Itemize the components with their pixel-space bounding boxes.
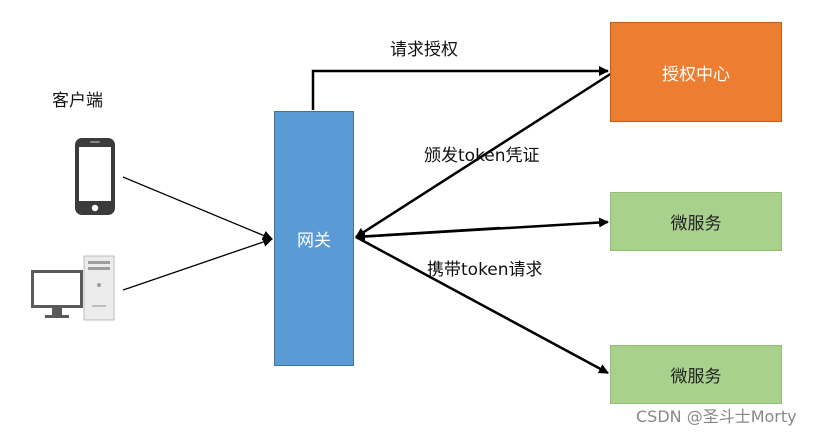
gateway-box[interactable]: 网关 — [274, 111, 354, 366]
edge-label-issue-token: 颁发token凭证 — [424, 146, 540, 166]
gateway-label: 网关 — [297, 231, 331, 251]
auth-center-box[interactable]: 授权中心 — [610, 22, 782, 122]
edge-pc-to-gateway — [122, 237, 273, 291]
microservice-box[interactable]: 微服务 — [610, 192, 782, 251]
watermark-text: CSDN @圣斗士Morty — [636, 407, 797, 426]
edge-gateway-to-micro-2 — [355, 235, 609, 375]
edge-phone-to-gateway — [122, 176, 273, 241]
microservice-label: 微服务 — [670, 367, 722, 387]
smartphone-icon — [75, 138, 115, 215]
edge-label-request-auth: 请求授权 — [390, 40, 458, 60]
edge-issue-token — [355, 71, 613, 239]
microservice-label: 微服务 — [670, 214, 722, 234]
microservice-box[interactable]: 微服务 — [610, 345, 782, 404]
edge-request-auth — [311, 66, 609, 110]
edge-label-carry-token: 携带token请求 — [427, 260, 543, 280]
desktop-computer-icon — [31, 255, 115, 321]
client-label: 客户端 — [52, 91, 103, 111]
auth-center-label: 授权中心 — [662, 64, 730, 85]
